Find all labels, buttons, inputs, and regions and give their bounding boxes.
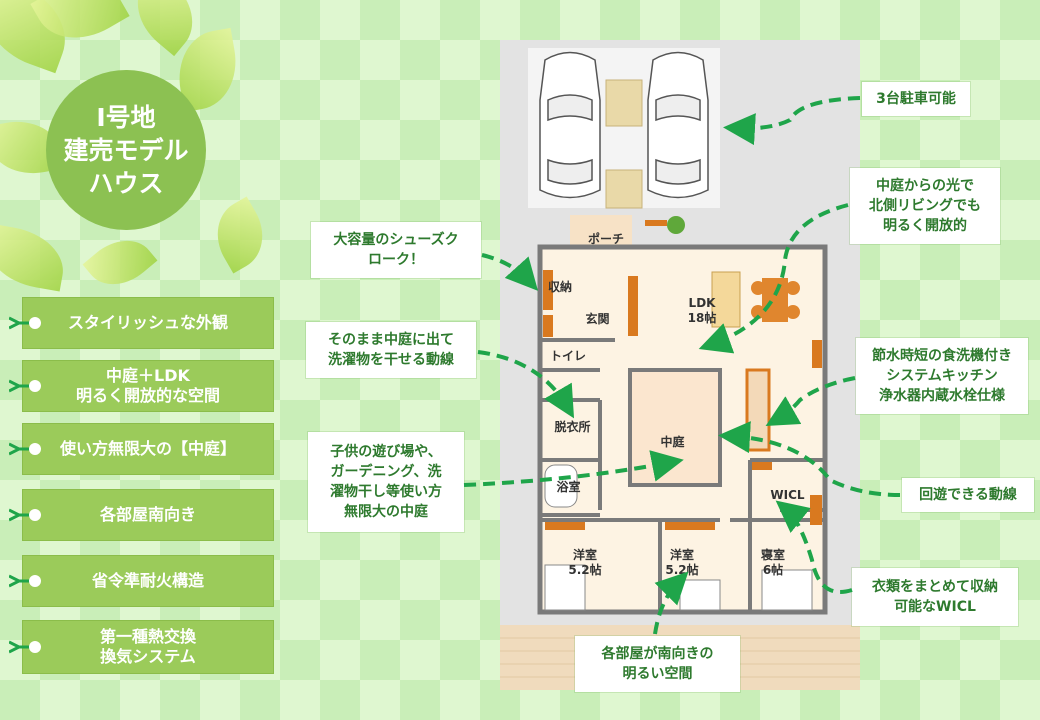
brick-path	[605, 169, 643, 209]
feature-item: 使い方無限大の【中庭】	[9, 423, 274, 475]
arrow-courtyard	[463, 450, 684, 487]
storage-block	[665, 522, 715, 530]
porch-floor	[570, 215, 632, 247]
storage-block	[812, 340, 822, 368]
feature-bullet-icon	[9, 508, 53, 522]
feature-label: 省令準耐火構造	[91, 571, 204, 590]
storage-block	[543, 270, 553, 310]
feature-label: 第一種熱交換 換気システム	[99, 627, 196, 666]
feature-bullet-icon	[9, 442, 53, 456]
arrow-circulation	[718, 421, 901, 497]
room-label-entrance: 玄関	[585, 312, 610, 326]
callout-south-rooms: 各部屋が南向きの 明るい空間	[575, 636, 740, 692]
arrow-laundry	[477, 350, 575, 419]
title-badge: Ⅰ号地 建売モデル ハウス	[46, 70, 206, 230]
room-label-storage: 収納	[547, 280, 572, 294]
plant-icon	[667, 216, 685, 234]
dining-chair	[786, 305, 800, 319]
arrow-south-rooms	[653, 571, 689, 635]
callout-shoes: 大容量のシューズク ローク！	[311, 222, 481, 278]
bench	[645, 220, 667, 226]
dining-chair	[751, 281, 765, 295]
bed	[544, 564, 586, 611]
callout-wicl: 衣類をまとめて収納 可能なWICL	[852, 568, 1018, 626]
arrow-kitchen	[765, 376, 856, 426]
callout-laundry: そのまま中庭に出て 洗濯物を干せる動線	[306, 322, 476, 378]
room-label-western-1: 洋室 5.2帖	[568, 548, 602, 577]
storage-block	[628, 276, 638, 336]
callout-circulation: 回遊できる動線	[902, 478, 1034, 512]
car-icon	[647, 51, 709, 199]
feature-label: スタイリッシュな外観	[67, 313, 228, 332]
feature-item: 中庭＋LDK 明るく開放的な空間	[9, 360, 274, 412]
feature-label: 中庭＋LDK 明るく開放的な空間	[75, 366, 220, 405]
feature-item: 省令準耐火構造	[9, 555, 274, 607]
storage-block	[752, 462, 772, 470]
dining-table	[762, 278, 788, 322]
dining-chair	[751, 305, 765, 319]
storage-block	[545, 522, 585, 530]
room-label-bedroom: 寝室 6帖	[760, 548, 785, 577]
arrow-wicl	[775, 500, 853, 594]
arrow-parking	[723, 96, 861, 146]
room-label-courtyard: 中庭	[660, 435, 685, 449]
feature-item: 各部屋南向き	[9, 489, 274, 541]
feature-label: 各部屋南向き	[99, 505, 196, 524]
feature-item: スタイリッシュな外観	[9, 297, 274, 349]
callout-courtyard: 子供の遊び場や、 ガーデニング、洗 濯物干し等使い方 無限大の中庭	[308, 432, 464, 532]
bed	[761, 569, 813, 611]
car-icon	[539, 51, 601, 199]
storage-block	[543, 315, 553, 337]
title-line-3: ハウス	[88, 168, 164, 198]
feature-item: 第一種熱交換 換気システム	[9, 620, 274, 674]
room-label-porch: ポーチ	[587, 232, 624, 246]
storage-block	[810, 495, 822, 525]
callout-kitchen: 節水時短の食洗機付き システムキッチン 浄水器内蔵水栓仕様	[856, 338, 1028, 414]
feature-bullet-icon	[9, 574, 53, 588]
feature-bullet-icon	[9, 379, 53, 393]
brick-path	[605, 79, 643, 127]
callout-north-living: 中庭からの光で 北側リビングでも 明るく開放的	[850, 168, 1000, 244]
callout-parking: 3台駐車可能	[862, 82, 970, 116]
arrow-north-living	[698, 203, 849, 354]
room-label-toilet: トイレ	[549, 349, 586, 363]
arrow-shoes	[481, 253, 539, 291]
room-label-dressing: 脱衣所	[554, 420, 591, 434]
title-line-2: 建売モデル	[63, 135, 189, 165]
room-label-wicl: WICL	[770, 488, 805, 502]
dining-chair	[786, 281, 800, 295]
feature-bullet-icon	[9, 640, 53, 654]
feature-label: 使い方無限大の【中庭】	[59, 439, 236, 458]
title-line-1: Ⅰ号地	[96, 102, 156, 132]
feature-bullet-icon	[9, 316, 53, 330]
room-label-ldk: LDK 18帖	[687, 296, 717, 325]
room-label-bath: 浴室	[556, 480, 581, 494]
